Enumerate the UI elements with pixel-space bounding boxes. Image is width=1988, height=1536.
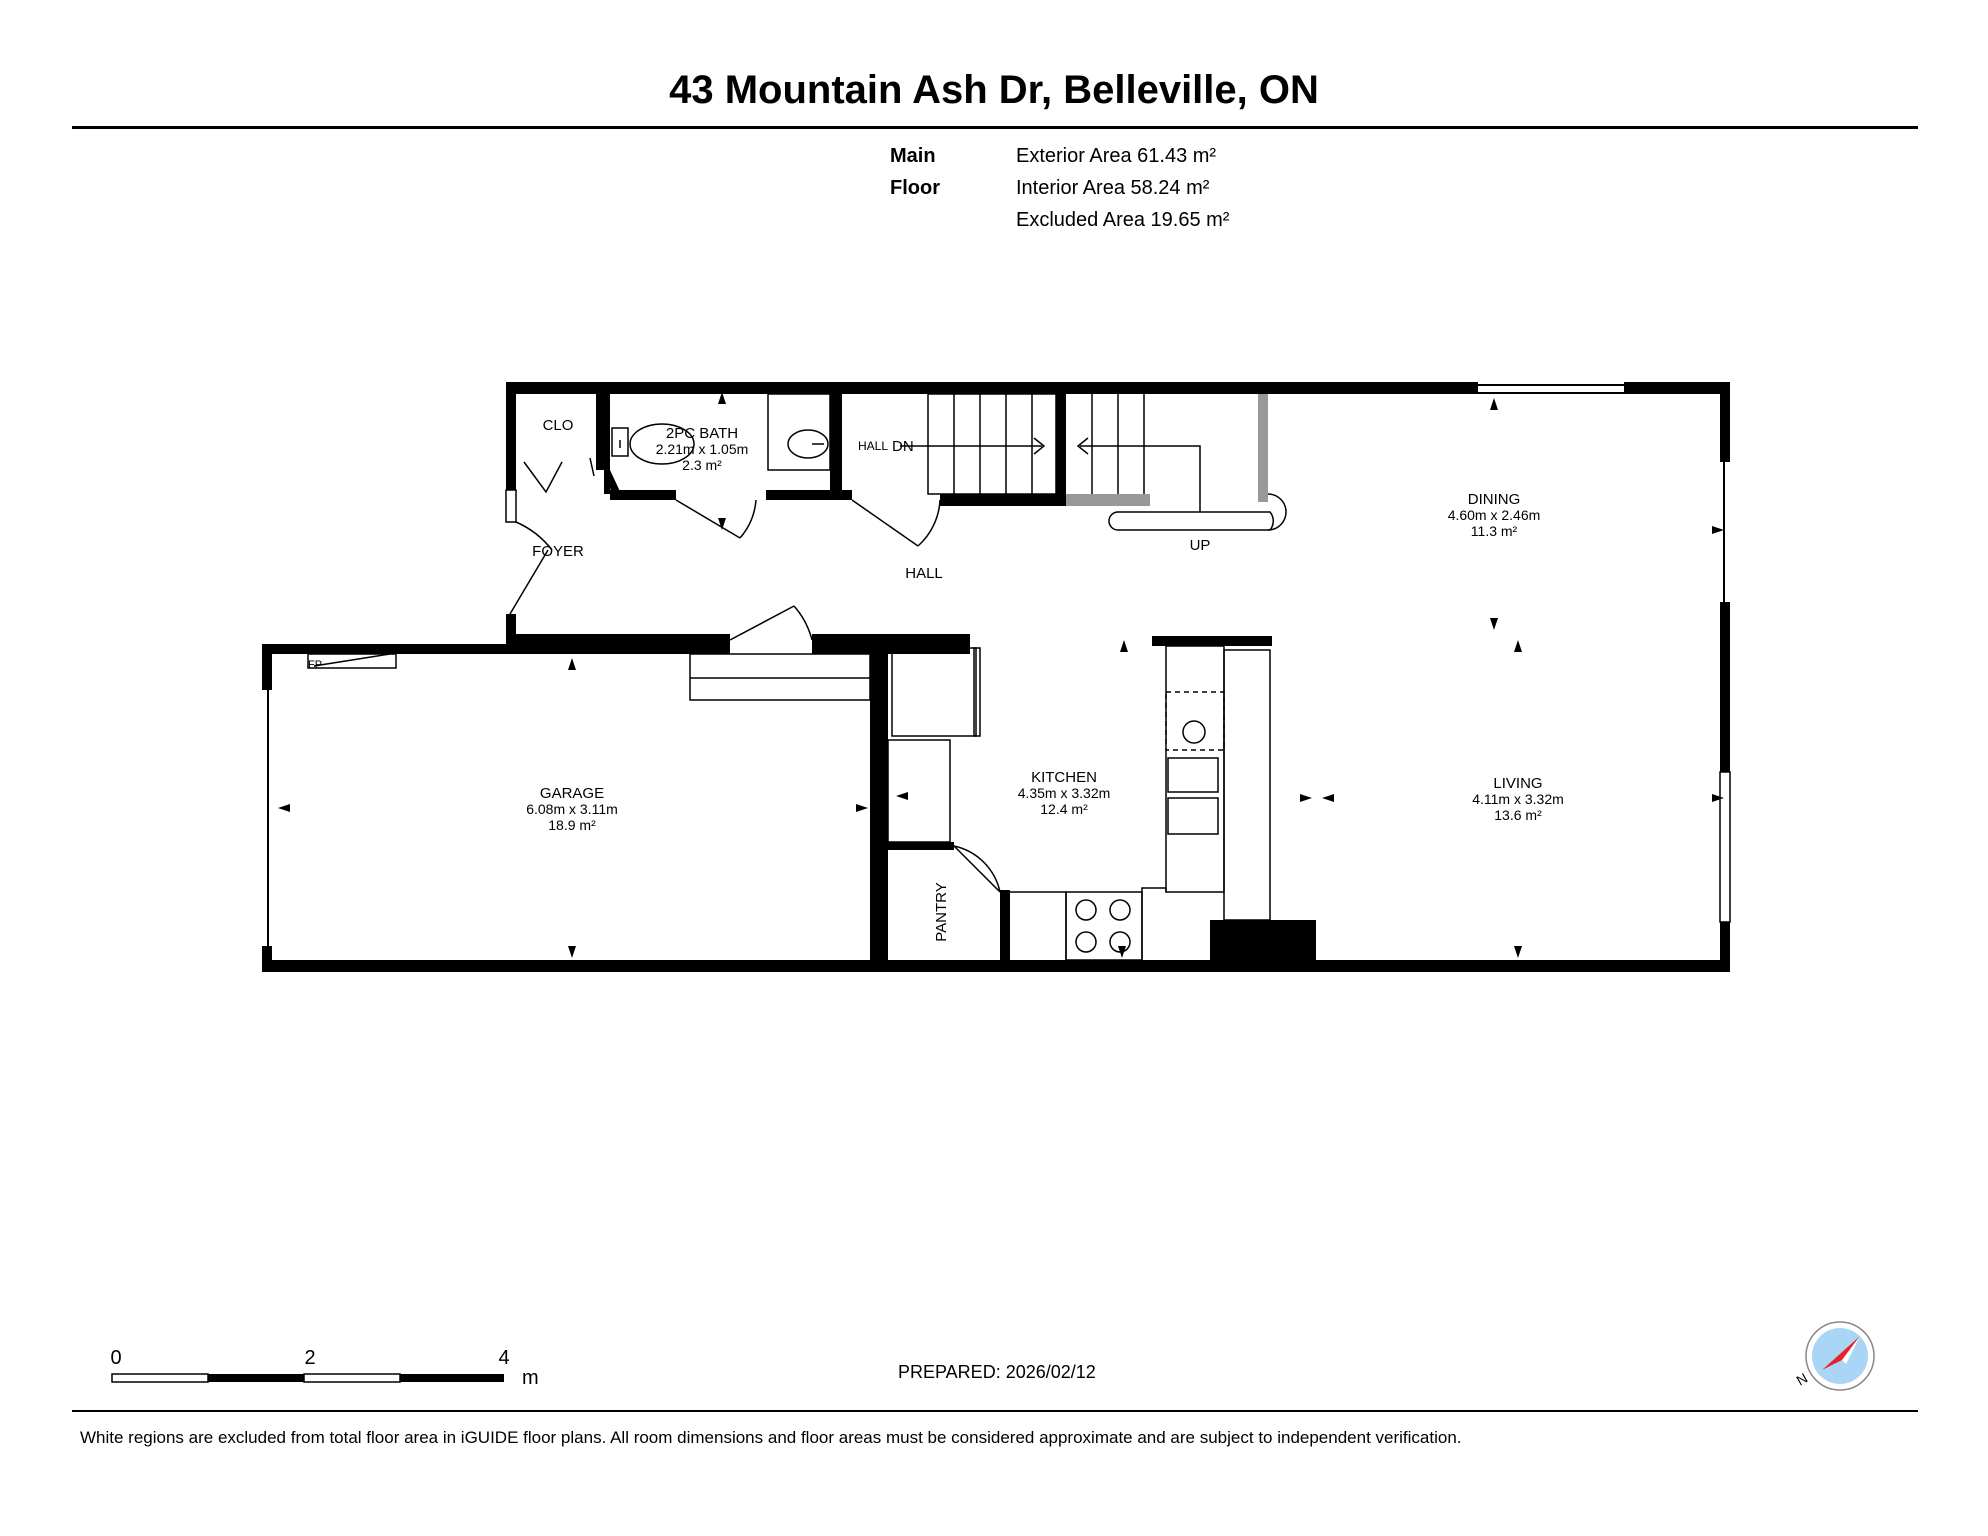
floor-label: Main Floor — [890, 145, 940, 199]
exterior-walls — [262, 382, 1731, 972]
bath-area: 2.3 m² — [682, 457, 722, 473]
direction-arrows — [278, 392, 1724, 958]
garage-label: GARAGE — [540, 785, 604, 802]
compass-icon: N — [1794, 1321, 1875, 1391]
scale-bar: 0 2 4 m — [110, 1347, 538, 1389]
dining-label: DINING — [1468, 491, 1521, 508]
footer-disclaimer: White regions are excluded from total fl… — [80, 1428, 1462, 1447]
garage-area: 18.9 m² — [548, 817, 596, 833]
footer-rule — [72, 1410, 1918, 1412]
hall-label: HALL — [905, 565, 943, 582]
fp-label: FP — [308, 659, 322, 671]
clo-label: CLO — [543, 417, 574, 434]
garage-dims: 6.08m x 3.11m — [526, 801, 618, 817]
kitchen-label: KITCHEN — [1031, 769, 1097, 786]
hall-dn-label: HALL — [858, 439, 888, 453]
scale-unit: m — [522, 1367, 539, 1389]
page-title: 43 Mountain Ash Dr, Belleville, ON — [669, 68, 1319, 112]
dining-dims: 4.60m x 2.46m — [1448, 507, 1541, 523]
bath-label: 2PC BATH — [666, 425, 738, 442]
bath-dims: 2.21m x 1.05m — [656, 441, 749, 457]
excluded-area: Excluded Area 19.65 m² — [1016, 209, 1230, 231]
dining-area: 11.3 m² — [1471, 523, 1518, 539]
pantry-label: PANTRY — [933, 882, 950, 941]
kitchen-dims: 4.35m x 3.32m — [1018, 785, 1111, 801]
fixtures — [307, 393, 1287, 961]
kitchen-area: 12.4 m² — [1040, 801, 1088, 817]
room-labels: CLO 2PC BATH 2.21m x 1.05m 2.3 m² HALL D… — [308, 417, 1564, 942]
living-dims: 4.11m x 3.32m — [1472, 791, 1564, 807]
north-label: N — [1794, 1370, 1811, 1389]
interior-area: Interior Area 58.24 m² — [1016, 177, 1210, 199]
prepared-date: PREPARED: 2026/02/12 — [898, 1362, 1096, 1382]
scale-tick-2: 2 — [304, 1347, 315, 1369]
foyer-label: FOYER — [532, 543, 584, 560]
area-list: Exterior Area 61.43 m² Interior Area 58.… — [1016, 140, 1229, 236]
interior-walls — [596, 394, 1272, 646]
living-label: LIVING — [1493, 775, 1542, 792]
exterior-area: Exterior Area 61.43 m² — [1016, 145, 1217, 167]
scale-tick-0: 0 — [110, 1347, 121, 1369]
scale-tick-4: 4 — [498, 1347, 509, 1369]
dn-label: DN — [892, 438, 914, 455]
living-area: 13.6 m² — [1494, 807, 1542, 823]
up-label: UP — [1190, 537, 1211, 554]
header-rule — [72, 126, 1918, 129]
